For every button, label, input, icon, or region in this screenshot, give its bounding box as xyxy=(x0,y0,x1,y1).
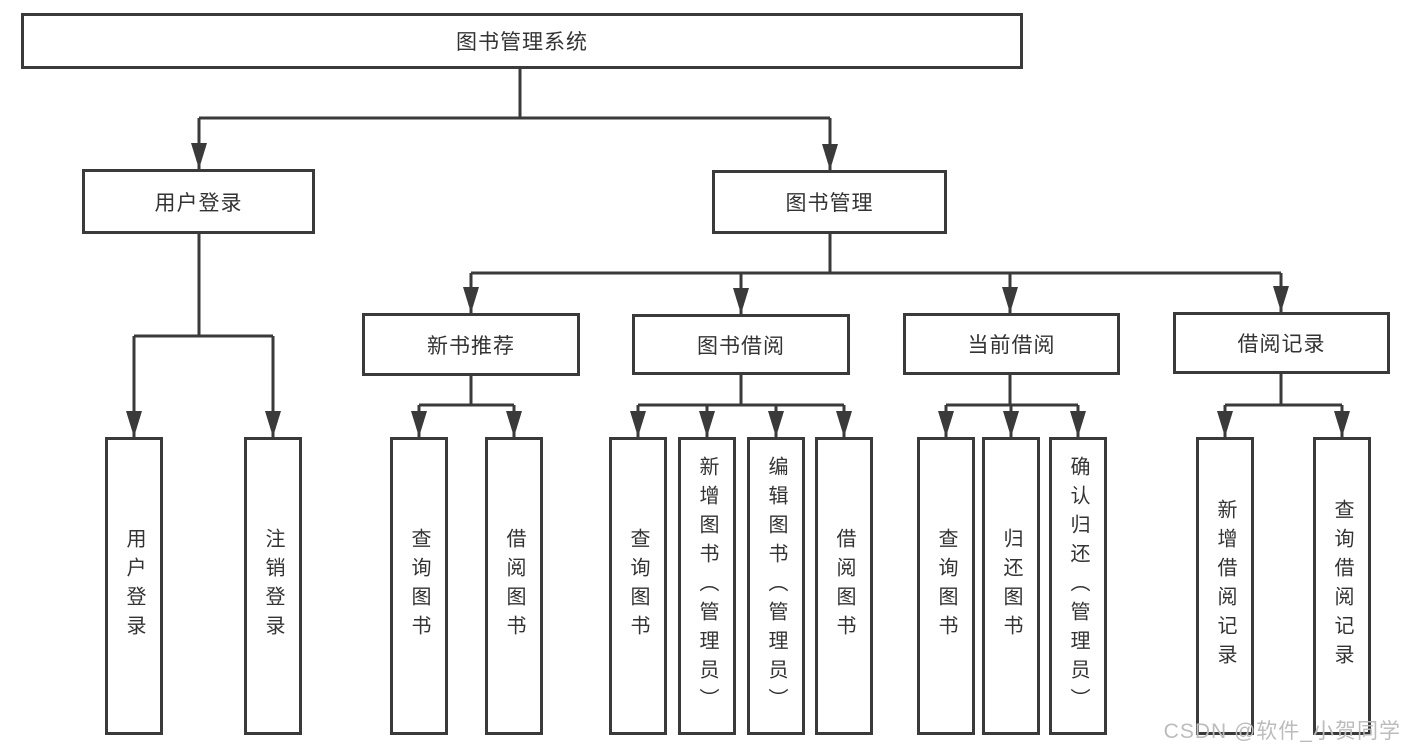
leaf-borrow-books-recommend: 借阅图书 xyxy=(485,437,543,735)
leaf-query-books-borrow: 查询图书 xyxy=(609,437,667,735)
node-user-login-label: 用户登录 xyxy=(154,191,243,215)
leaf-add-borrow-record-label: 新增借阅记录 xyxy=(1214,499,1236,673)
node-book-borrow-label: 图书借阅 xyxy=(697,334,785,358)
leaf-user-login-label: 用户登录 xyxy=(123,528,145,644)
node-root: 图书管理系统 xyxy=(21,13,1023,69)
leaf-add-books-admin: 新增图书（管理员） xyxy=(678,437,736,735)
node-new-book-recommend-label: 新书推荐 xyxy=(427,334,515,358)
leaf-confirm-return-admin-label: 确认归还（管理员） xyxy=(1067,455,1089,717)
connector-new-book-recommend-children xyxy=(411,376,522,437)
node-current-borrow-label: 当前借阅 xyxy=(967,334,1056,357)
node-root-label: 图书管理系统 xyxy=(456,31,588,54)
node-book-management-label: 图书管理 xyxy=(785,192,874,215)
leaf-query-borrow-record: 查询借阅记录 xyxy=(1313,437,1371,735)
node-book-borrow: 图书借阅 xyxy=(632,314,850,375)
leaf-query-books-borrow-label: 查询图书 xyxy=(627,528,649,644)
node-current-borrow: 当前借阅 xyxy=(903,313,1120,375)
node-user-login: 用户登录 xyxy=(82,169,315,234)
connector-book-management-groups xyxy=(463,234,1289,314)
leaf-borrow-books-label: 借阅图书 xyxy=(833,528,855,644)
leaf-query-books-current: 查询图书 xyxy=(917,437,975,735)
leaf-borrow-books: 借阅图书 xyxy=(815,437,873,735)
leaf-logout-label: 注销登录 xyxy=(262,528,284,644)
node-book-management: 图书管理 xyxy=(712,170,947,234)
watermark-text: CSDN @软件_小贺同学 xyxy=(1163,720,1401,743)
node-new-book-recommend: 新书推荐 xyxy=(362,313,580,376)
connector-book-borrow-children xyxy=(630,375,852,437)
connector-user-login-children xyxy=(126,234,281,437)
leaf-add-borrow-record: 新增借阅记录 xyxy=(1196,437,1254,735)
leaf-query-books-recommend: 查询图书 xyxy=(390,437,448,735)
connector-root-to-level2 xyxy=(191,68,838,170)
leaf-return-books: 归还图书 xyxy=(982,437,1040,735)
leaf-query-books-current-label: 查询图书 xyxy=(935,528,957,644)
leaf-logout: 注销登录 xyxy=(244,437,302,735)
leaf-confirm-return-admin: 确认归还（管理员） xyxy=(1049,437,1107,735)
leaf-query-books-recommend-label: 查询图书 xyxy=(408,528,430,644)
leaf-edit-books-admin-label: 编辑图书（管理员） xyxy=(765,455,787,717)
node-borrow-records-label: 借阅记录 xyxy=(1237,333,1326,356)
connector-borrow-records-children xyxy=(1217,374,1350,437)
connector-current-borrow-children xyxy=(938,375,1086,437)
leaf-add-books-admin-label: 新增图书（管理员） xyxy=(696,455,718,717)
leaf-edit-books-admin: 编辑图书（管理员） xyxy=(747,437,805,735)
leaf-return-books-label: 归还图书 xyxy=(1000,528,1022,644)
leaf-borrow-books-recommend-label: 借阅图书 xyxy=(503,528,525,644)
node-borrow-records: 借阅记录 xyxy=(1173,312,1390,374)
leaf-user-login: 用户登录 xyxy=(105,437,163,735)
leaf-query-borrow-record-label: 查询借阅记录 xyxy=(1331,499,1353,673)
